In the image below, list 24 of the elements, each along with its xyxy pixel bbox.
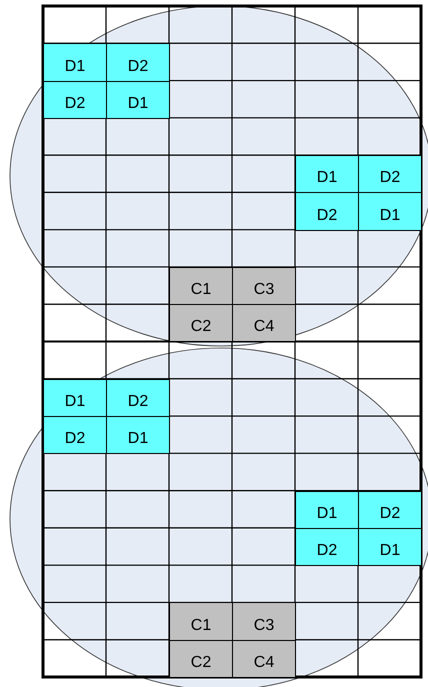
labeled-cell: D2 xyxy=(358,490,422,529)
labeled-cell: D1 xyxy=(43,43,107,82)
labeled-cell: C2 xyxy=(169,640,233,678)
labeled-cell: D2 xyxy=(106,43,170,82)
labeled-cell: D1 xyxy=(106,80,170,119)
labeled-cell: C1 xyxy=(169,602,233,641)
labeled-cell: D2 xyxy=(106,378,170,418)
labeled-cell: C4 xyxy=(232,304,296,342)
labeled-cell: D2 xyxy=(43,80,107,119)
labeled-cell: D1 xyxy=(358,192,422,231)
labeled-cell: D2 xyxy=(295,192,359,231)
labeled-cell: D2 xyxy=(358,155,422,194)
labeled-cell: D2 xyxy=(43,416,107,454)
labeled-cell: D1 xyxy=(106,416,170,454)
labeled-cell: C1 xyxy=(169,266,233,306)
labeled-cell: D1 xyxy=(43,378,107,418)
labeled-cell: D1 xyxy=(358,528,422,566)
labeled-cell: D1 xyxy=(295,155,359,194)
labeled-cell: C3 xyxy=(232,266,296,306)
labeled-cell: D2 xyxy=(295,528,359,566)
labeled-cell: C3 xyxy=(232,602,296,641)
labeled-cell: D1 xyxy=(295,490,359,529)
labeled-cell: C4 xyxy=(232,640,296,678)
labeled-cell: C2 xyxy=(169,304,233,342)
